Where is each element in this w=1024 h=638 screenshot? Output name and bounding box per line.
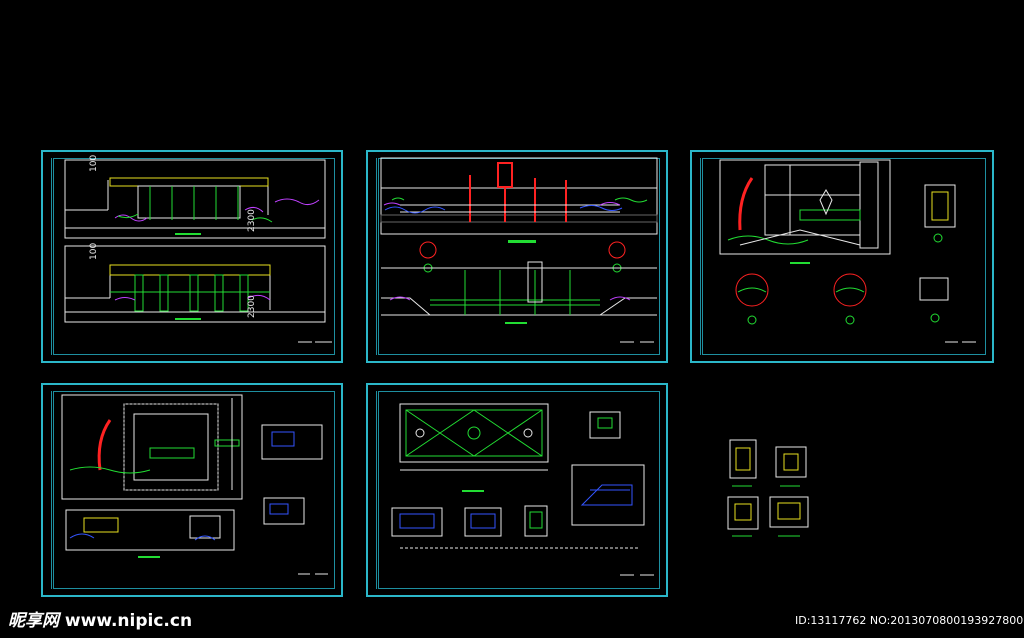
watermark-url: www.nipic.cn [64, 611, 193, 631]
sheet-border [53, 158, 335, 355]
rockwork-details [65, 424, 328, 575]
sheet-1-dimension-text: 100 2300 100 2300 [89, 155, 257, 318]
detail-circles [735, 273, 949, 325]
sheet-title-strip [45, 391, 52, 589]
watermark-brand: 昵享网 [8, 611, 59, 631]
pergola-elevation-top [64, 159, 326, 239]
grate-plan [399, 403, 549, 492]
loose-details [727, 439, 809, 537]
watermark: 昵享网 www.nipic.cn [8, 606, 192, 631]
sheet-title-strip [370, 158, 377, 355]
svg-text:2300: 2300 [247, 209, 257, 232]
svg-text:100: 100 [89, 155, 99, 172]
sheet-title-strip [45, 158, 52, 355]
drawing-sheet-5[interactable] [366, 383, 668, 597]
drawing-sheet-1[interactable] [41, 150, 343, 363]
sheet-title-strip [370, 391, 377, 589]
svg-text:100: 100 [89, 243, 99, 260]
pergola-elevation-bottom [64, 245, 326, 323]
image-id: ID:13117762 NO:20130708001939278000 [795, 614, 1024, 627]
sheet-border [702, 158, 986, 355]
railing-section [381, 261, 657, 324]
drawing-sheet-4[interactable] [41, 383, 343, 597]
sheet-border [53, 391, 335, 589]
drawing-sheet-3[interactable] [690, 150, 994, 363]
sheet-title-strip [694, 158, 701, 355]
sheet-border [378, 391, 660, 589]
rockwork-elevation [61, 394, 243, 500]
waterfall-detail-right [924, 184, 956, 243]
svg-text:2300: 2300 [247, 295, 257, 318]
railing-elevation [380, 157, 658, 273]
grate-section-details [391, 411, 654, 576]
waterfall-section [719, 159, 891, 264]
